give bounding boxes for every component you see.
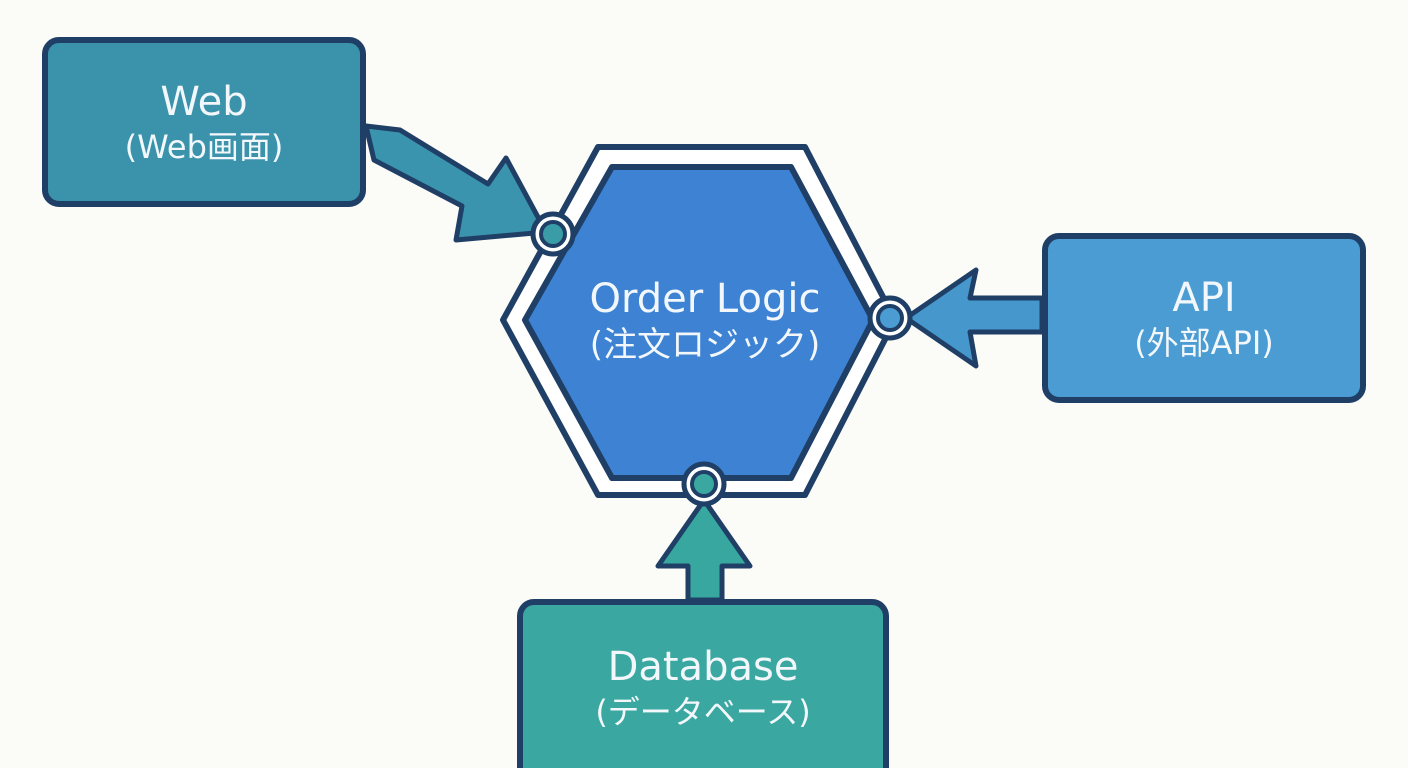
port-database bbox=[681, 461, 727, 507]
database-to-core-arrow bbox=[655, 497, 753, 603]
database-node-box[interactable] bbox=[517, 599, 889, 768]
core-hexagon[interactable] bbox=[522, 164, 876, 481]
port-api bbox=[867, 295, 913, 341]
web-to-core-arrow bbox=[363, 123, 549, 243]
port-web bbox=[530, 211, 576, 257]
web-node-box[interactable] bbox=[42, 37, 366, 207]
api-to-core-arrow bbox=[903, 267, 1045, 369]
api-node-box[interactable] bbox=[1042, 233, 1366, 403]
